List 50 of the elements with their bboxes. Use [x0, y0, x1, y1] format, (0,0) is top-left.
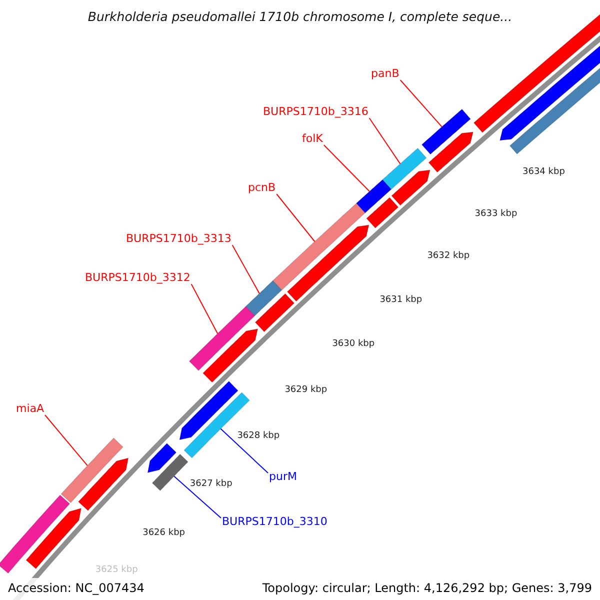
leader-line	[400, 80, 442, 128]
gene-bar	[366, 197, 399, 228]
gene-bar	[0, 494, 70, 574]
gene-bar	[272, 202, 366, 290]
gene-block	[78, 458, 129, 512]
gene-block	[202, 328, 258, 383]
gene-label: pcnB	[248, 182, 276, 193]
leader-line	[190, 284, 218, 334]
leader-line	[276, 194, 316, 242]
gene-label: miaA	[16, 403, 44, 414]
scale-label: 3628 kbp	[237, 432, 280, 441]
gene-bar	[356, 179, 392, 214]
scale-label: 3627 kbp	[190, 480, 232, 489]
gene-block	[147, 442, 177, 473]
gene-bar	[421, 108, 471, 155]
gene-bar	[254, 293, 295, 332]
leader-line	[368, 118, 401, 164]
scale-label: 3631 kbp	[380, 296, 422, 305]
scale-label: 3626 kbp	[142, 529, 185, 538]
scale-label: 3630 kbp	[332, 340, 375, 350]
gene-label: BURPS1710b_3310	[222, 516, 328, 527]
gene-block	[26, 508, 82, 570]
leader-line	[323, 144, 370, 192]
footer-text: Accession: NC_007434	[8, 582, 144, 594]
gene-bar	[245, 280, 282, 316]
gene-label: purM	[269, 471, 297, 482]
scale-label: 3634 kbp	[522, 168, 565, 177]
gene-block	[286, 224, 370, 302]
gene-label: BURPS1710b_3316	[263, 106, 368, 117]
gene-block	[391, 170, 430, 206]
footer-text: Topology: circular; Length: 4,126,292 bp; Genes: 3,799	[262, 582, 592, 594]
gene-block	[428, 132, 474, 173]
leader-line	[174, 476, 222, 518]
gene-bar	[382, 148, 427, 190]
gene-label: BURPS1710b_3313	[126, 233, 232, 244]
scale-label: 3633 kbp	[474, 210, 518, 219]
leader-line	[220, 428, 268, 474]
gene-bar	[152, 454, 188, 492]
title: Burkholderia pseudomallei 1710b chromosome I, complete seque...	[86, 11, 514, 24]
scale-label: 3632 kbp	[427, 252, 470, 262]
gene-label: BURPS1710b_3312	[85, 272, 190, 283]
scale-label: 3625 kbp	[95, 566, 138, 575]
scale-label: 3629 kbp	[284, 386, 328, 394]
gene-label: panB	[371, 68, 400, 79]
leader-line	[232, 244, 260, 294]
gene-label: folK	[302, 133, 323, 144]
gene-block	[179, 380, 238, 440]
gene-bar	[188, 306, 256, 371]
leader-line	[44, 414, 88, 466]
gene-bar	[60, 438, 124, 504]
